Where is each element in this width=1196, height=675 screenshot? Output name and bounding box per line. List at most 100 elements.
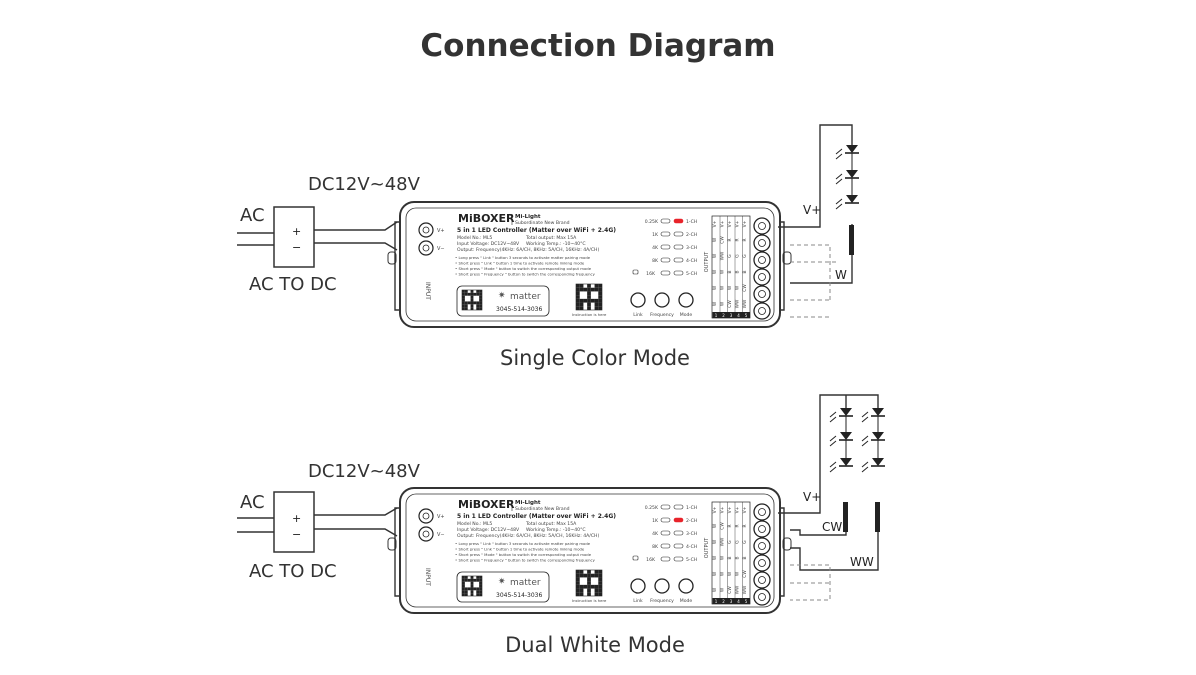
- output-cell: V+: [735, 220, 741, 227]
- button-label: Frequency: [650, 598, 674, 604]
- output-cell: CW: [720, 522, 726, 530]
- output-cell: V+: [742, 506, 748, 513]
- qr-caption: Instruction is here: [572, 598, 607, 603]
- instruction-line: • Short press " Mode " button to switch …: [455, 266, 592, 271]
- output-cell: B: [727, 556, 733, 559]
- output-column-number: 1: [715, 599, 718, 604]
- frequency-label: 8K: [652, 544, 659, 550]
- button-frequency[interactable]: [654, 578, 670, 594]
- resistor: [849, 225, 854, 255]
- matter-qr-code: [461, 289, 483, 311]
- frequency-label: 4K: [652, 531, 659, 537]
- output-cell: V+: [720, 506, 726, 513]
- output-cell: WW: [735, 299, 741, 308]
- output-cell: CW: [742, 570, 748, 578]
- ac-label: AC: [240, 205, 265, 226]
- output-cell: W: [712, 555, 718, 560]
- output-column-number: 5: [745, 599, 748, 604]
- led-icon: [861, 407, 886, 423]
- load-label-w: W: [835, 268, 847, 282]
- output-cell: W: [720, 285, 726, 290]
- psu-minus: −: [292, 528, 301, 541]
- output-cell: W: [720, 269, 726, 274]
- output-terminal: [753, 268, 771, 286]
- button-link[interactable]: [630, 578, 646, 594]
- output-cell: V+: [742, 220, 748, 227]
- output-cell: W: [712, 523, 718, 528]
- button-mode[interactable]: [678, 292, 694, 308]
- output-cell: W: [712, 269, 718, 274]
- output-cell: W: [720, 571, 726, 576]
- output-terminal: [753, 554, 771, 572]
- output-cell: WW: [720, 251, 726, 260]
- output-cell: R: [727, 524, 733, 527]
- button-frequency[interactable]: [654, 292, 670, 308]
- output-terminal: [753, 571, 771, 589]
- frequency-indicator: [660, 504, 671, 510]
- button-mode[interactable]: [678, 578, 694, 594]
- frequency-label: 4K: [652, 245, 659, 251]
- output-cell: G: [735, 540, 741, 544]
- channel-label: 2-CH: [686, 232, 697, 238]
- output-label: OUTPUT: [704, 251, 710, 272]
- output-terminal: [753, 251, 771, 269]
- channel-label: 3-CH: [686, 245, 697, 251]
- channel-label: 3-CH: [686, 531, 697, 537]
- dc-range-label: DC12V~48V: [308, 174, 421, 195]
- channel-label: 1-CH: [686, 219, 697, 225]
- input-voltage: Input Voltage: DC12V~48V: [457, 527, 520, 533]
- output-cell: G: [742, 254, 748, 258]
- output-column-number: 4: [737, 313, 740, 318]
- output-cell: G: [735, 254, 741, 258]
- channel-indicator: [673, 517, 684, 523]
- channel-label: 5-CH: [686, 271, 697, 277]
- button-label: Link: [633, 312, 643, 318]
- output-cell: W: [712, 237, 718, 242]
- channel-indicator: [673, 257, 684, 263]
- output-cell: B: [742, 556, 748, 559]
- output-cell: W: [712, 285, 718, 290]
- output-cell: W: [720, 555, 726, 560]
- led-icon: [829, 431, 854, 447]
- output-cell: W: [712, 253, 718, 258]
- output-cell: V+: [712, 506, 718, 513]
- total-output: Total output: Max 15A: [525, 521, 577, 527]
- button-link[interactable]: [630, 292, 646, 308]
- input-terminal: [418, 222, 434, 238]
- output-cell: V+: [735, 506, 741, 513]
- output-column-number: 2: [722, 313, 725, 318]
- output-cell: WW: [720, 537, 726, 546]
- matter-label: matter: [510, 578, 541, 588]
- output-cell: G: [727, 254, 733, 258]
- output-cell: R: [735, 238, 741, 241]
- led-icon: [835, 144, 860, 160]
- output-cell: W: [712, 571, 718, 576]
- instruction-line: • Short press " Link " button 1 time to …: [455, 261, 585, 266]
- working-temp: Working Temp.: -10~40°C: [526, 527, 586, 533]
- frequency-label: 8K: [652, 258, 659, 264]
- single-color-section: AC + − AC TO DC DC12V~48V V+ W Single Co…: [237, 124, 860, 370]
- instruction-qr-code: [575, 283, 603, 311]
- psu-minus: −: [292, 241, 301, 254]
- output-terminal: [753, 520, 771, 538]
- resistor: [875, 502, 880, 532]
- output-column-number: 4: [737, 599, 740, 604]
- frequency-label: 16K: [646, 271, 656, 277]
- brand-logo: MiBOXER: [458, 212, 515, 225]
- button-label: Mode: [680, 312, 693, 318]
- sub-brand: Mi-Light: [515, 500, 541, 506]
- output-cell: R: [742, 524, 748, 527]
- output-cell: R: [742, 238, 748, 241]
- channel-indicator: [673, 530, 684, 536]
- output-cell: CW: [727, 300, 733, 308]
- frequency-indicator: [660, 231, 671, 237]
- output-column-number: 3: [730, 599, 733, 604]
- qr-caption: Instruction is here: [572, 312, 607, 317]
- input-voltage: Input Voltage: DC12V~48V: [457, 241, 520, 247]
- sub-brand: Mi-Light: [515, 214, 541, 220]
- load-label-cw: CW: [822, 520, 842, 534]
- input-terminal: [418, 508, 434, 524]
- output-terminal: [753, 588, 771, 606]
